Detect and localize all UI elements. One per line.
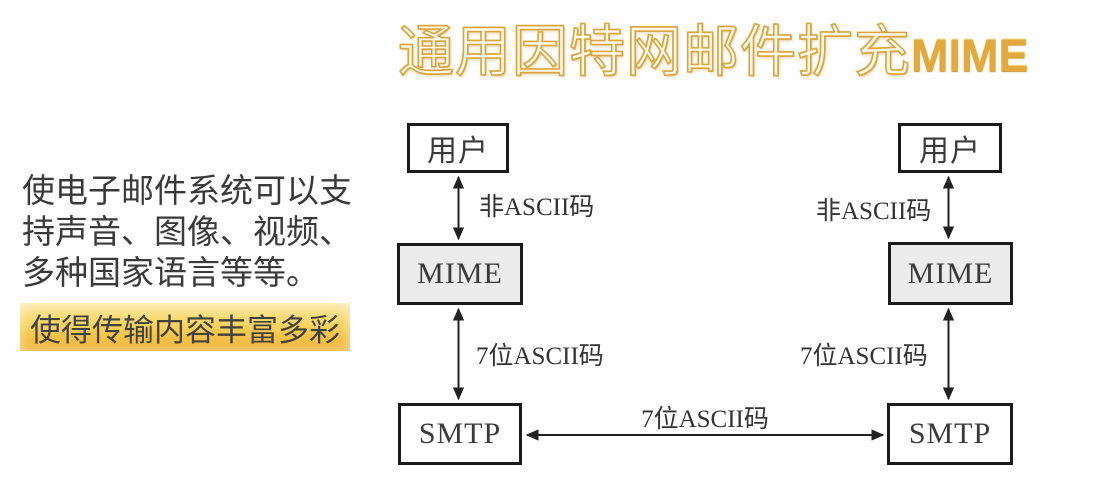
smtp-box-left: SMTP: [398, 403, 522, 465]
mime-box-left: MIME: [397, 243, 523, 305]
page-title: 通用因特网邮件扩充MIME: [397, 21, 1029, 91]
non-ascii-label-left: 非ASCII码: [479, 194, 595, 221]
user-box-left: 用户: [407, 123, 509, 173]
title-mime-text: MIME: [911, 30, 1029, 81]
ascii7-label-left: 7位ASCII码: [476, 343, 604, 370]
highlight-banner: 使得传输内容丰富多彩: [20, 303, 350, 351]
description-line-3: 多种国家语言等等。: [22, 256, 319, 292]
title-chinese-text: 通用因特网邮件扩充: [397, 21, 911, 85]
description-line-1: 使电子邮件系统可以支: [22, 174, 352, 210]
smtp-box-right: SMTP: [887, 403, 1013, 465]
ascii7-label-middle: 7位ASCII码: [641, 406, 769, 433]
description-text: 使电子邮件系统可以支 持声音、图像、视频、 多种国家语言等等。: [22, 172, 352, 295]
ascii7-label-right: 7位ASCII码: [800, 343, 928, 370]
mime-box-right: MIME: [888, 242, 1013, 305]
description-line-2: 持声音、图像、视频、: [22, 215, 352, 251]
user-box-right: 用户: [898, 123, 1002, 173]
non-ascii-label-right: 非ASCII码: [816, 198, 932, 225]
